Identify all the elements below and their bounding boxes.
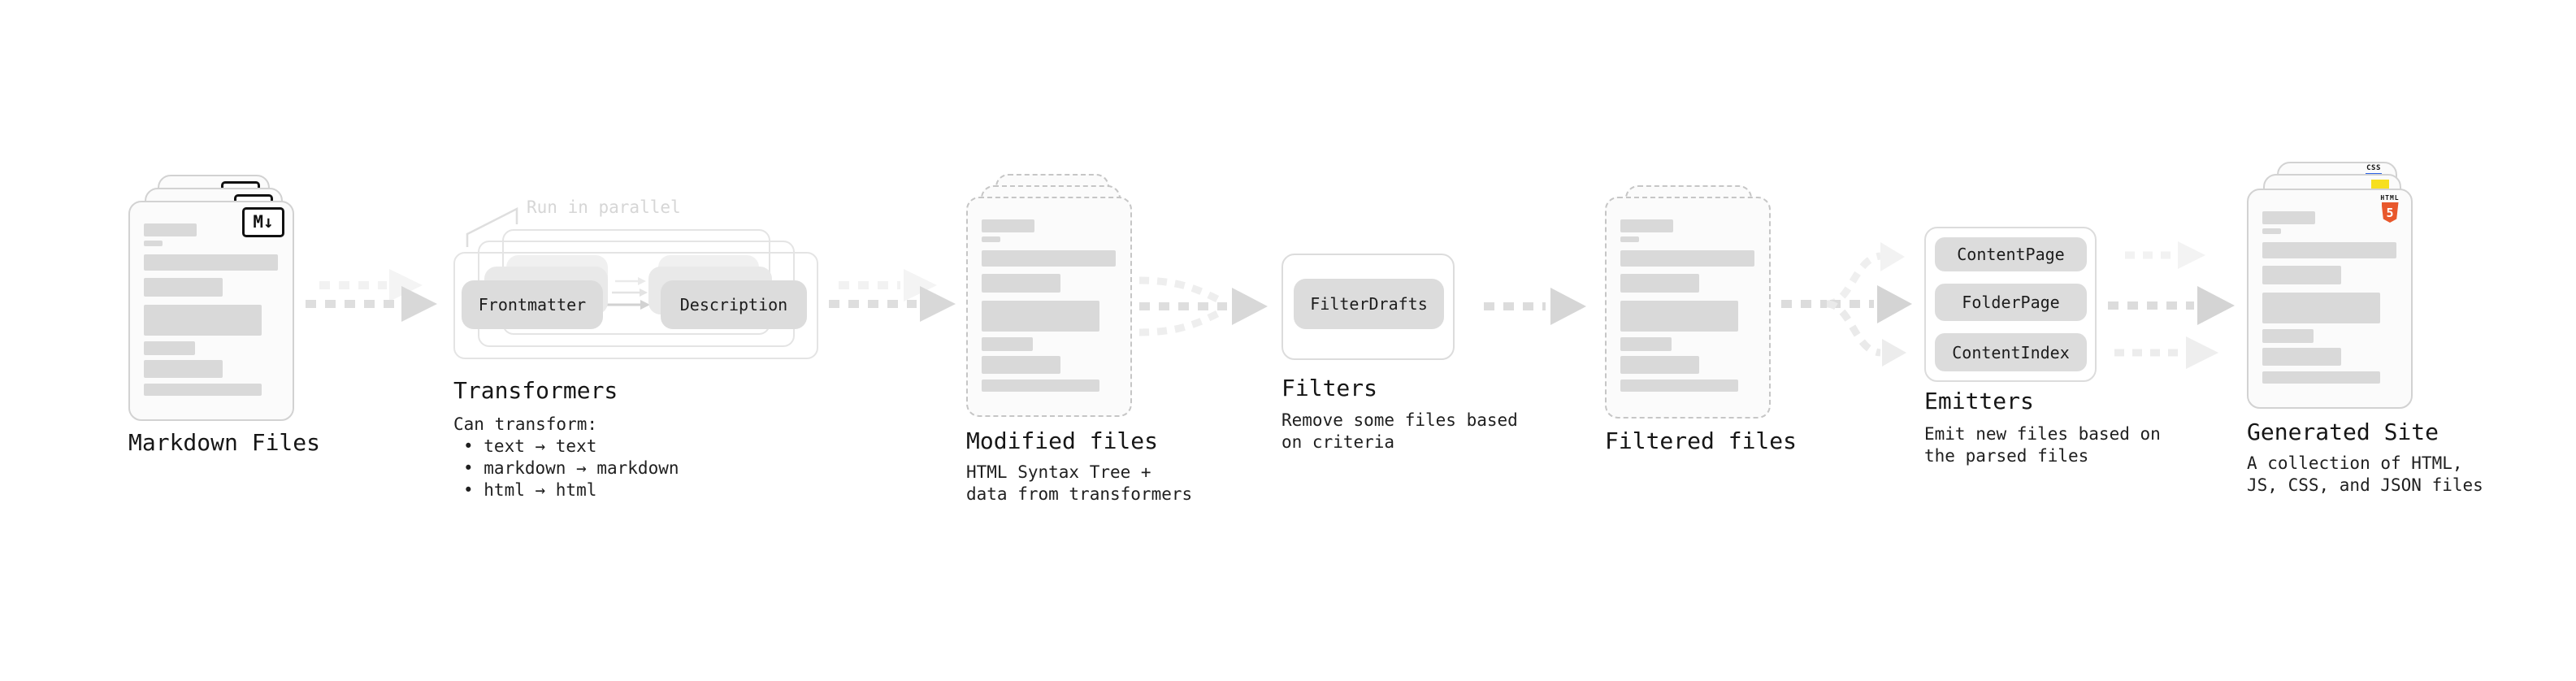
markdown-icon: M↓: [242, 207, 284, 237]
arrow-markdown-to-transformers: [306, 269, 437, 322]
modified-file-card-front: [966, 197, 1132, 417]
transformers-bullet: • text → text: [463, 436, 597, 456]
text-line-placeholder: [2262, 211, 2315, 224]
text-line-placeholder: [1620, 219, 1673, 232]
text-line-placeholder: [144, 241, 163, 246]
arrow-filtered-to-emitters: [1781, 242, 1912, 367]
text-line-placeholder: [2262, 242, 2396, 258]
frontmatter-pill: Frontmatter: [462, 280, 603, 329]
modified-files-description: HTML Syntax Tree + data from transformer…: [966, 462, 1193, 504]
text-line-placeholder: [1620, 356, 1699, 374]
run-in-parallel-annotation: Run in parallel: [527, 197, 681, 217]
arrow-transformers-to-modified: [829, 269, 956, 322]
generated-site-label: Generated Site: [2247, 419, 2439, 445]
html5-icon-shield: 5: [2381, 202, 2399, 223]
text-line-placeholder: [2262, 348, 2341, 366]
emitters-description: Emit new files based on the parsed files: [1924, 424, 2161, 466]
modified-files-label: Modified files: [966, 427, 1159, 454]
text-line-placeholder: [982, 236, 1000, 242]
html5-icon-number: 5: [2386, 205, 2394, 220]
transformers-title: Transformers: [453, 377, 618, 404]
html5-icon: HTML 5: [2380, 194, 2400, 223]
html5-icon-label: HTML: [2380, 194, 2400, 202]
transformer-frame-front: [453, 252, 818, 359]
js-icon: [2371, 180, 2389, 189]
arrow-filters-to-filtered: [1484, 288, 1586, 325]
text-line-placeholder: [144, 341, 195, 355]
css-icon-label: CSS: [2366, 164, 2381, 172]
text-line-placeholder: [144, 254, 278, 271]
text-line-placeholder: [982, 219, 1034, 232]
filters-box: [1281, 254, 1455, 360]
transformers-bullet: • html → html: [463, 480, 597, 500]
text-line-placeholder: [982, 337, 1033, 351]
text-line-placeholder: [2262, 329, 2314, 343]
text-line-placeholder: [1620, 301, 1738, 332]
text-line-placeholder: [144, 278, 223, 297]
text-line-placeholder: [982, 380, 1099, 392]
text-line-placeholder: [1620, 337, 1672, 351]
transformers-note: Can transform:: [453, 414, 598, 434]
text-line-placeholder: [1620, 236, 1639, 242]
emitters-box: [1924, 227, 2097, 382]
text-line-placeholder: [1620, 380, 1738, 392]
text-line-placeholder: [982, 301, 1099, 332]
text-line-placeholder: [1620, 250, 1754, 267]
text-line-placeholder: [1620, 274, 1699, 293]
description-pill: Description: [661, 280, 807, 329]
filterdrafts-pill: FilterDrafts: [1294, 279, 1444, 329]
text-line-placeholder: [144, 360, 223, 378]
text-line-placeholder: [982, 356, 1060, 374]
filters-description: Remove some files based on criteria: [1281, 410, 1518, 452]
text-line-placeholder: [2262, 293, 2380, 323]
text-line-placeholder: [982, 274, 1060, 293]
text-line-placeholder: [2262, 228, 2281, 234]
emitters-title: Emitters: [1924, 388, 2034, 414]
text-line-placeholder: [982, 250, 1116, 267]
filtered-files-label: Filtered files: [1605, 427, 1798, 454]
markdown-files-label: Markdown Files: [128, 429, 321, 456]
emitter-pill-contentpage: ContentPage: [1935, 237, 2087, 271]
text-line-placeholder: [144, 384, 262, 396]
transformers-bullet: • markdown → markdown: [463, 458, 679, 478]
filters-title: Filters: [1281, 375, 1378, 401]
emitter-pill-folderpage: FolderPage: [1935, 284, 2087, 321]
filtered-file-card-front: [1605, 197, 1771, 419]
text-line-placeholder: [2262, 266, 2341, 284]
generated-html-file-card: HTML 5: [2247, 189, 2413, 409]
generated-site-description: A collection of HTML, JS, CSS, and JSON …: [2247, 453, 2483, 495]
emitter-pill-contentindex: ContentIndex: [1935, 333, 2087, 371]
text-line-placeholder: [144, 223, 197, 236]
text-line-placeholder: [144, 305, 262, 336]
arrow-modified-to-filters: [1138, 276, 1268, 336]
text-line-placeholder: [2262, 371, 2380, 384]
arrow-emitters-to-generated: [2108, 241, 2235, 369]
markdown-file-card-front: M↓: [128, 201, 294, 421]
